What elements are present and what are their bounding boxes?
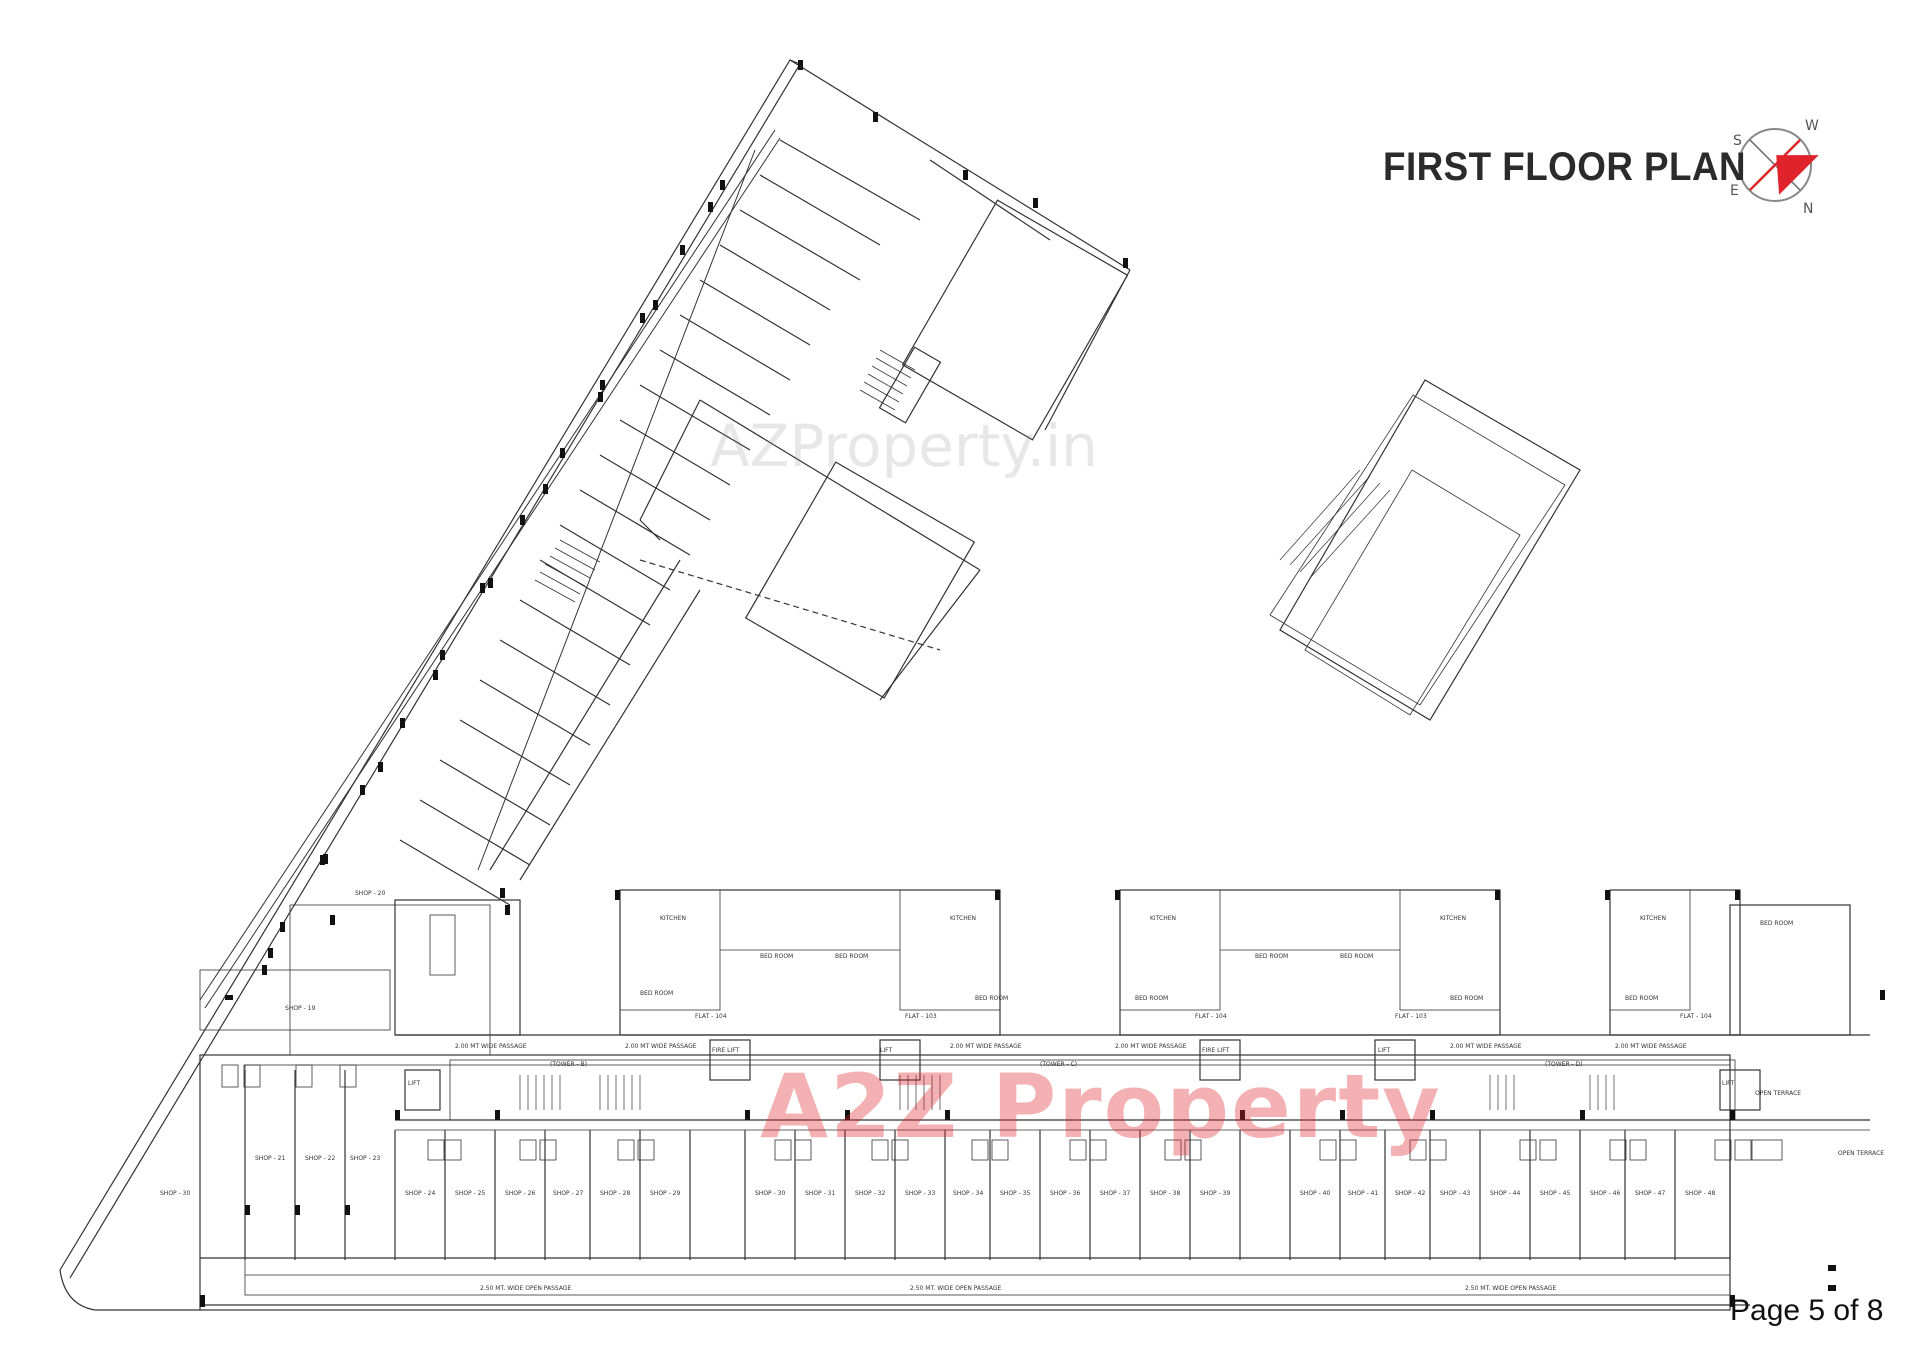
compass-icon: S W E N <box>1730 118 1819 217</box>
passage-label: 2.00 MT WIDE PASSAGE <box>1450 1043 1522 1050</box>
shop-label: SHOP - 48 <box>1685 1190 1715 1197</box>
watermark-top: AZProperty.in <box>710 412 1098 480</box>
lift-label: LIFT <box>408 1080 420 1087</box>
shop-label: SHOP - 46 <box>1590 1190 1620 1197</box>
shop-label: SHOP - 24 <box>405 1190 435 1197</box>
compass-letter: N <box>1803 201 1813 217</box>
lift-label: LIFT <box>1722 1080 1734 1087</box>
column-markers <box>200 60 1885 1307</box>
bedroom-label: BED ROOM <box>760 953 793 960</box>
passage-label: 2.00 MT WIDE PASSAGE <box>950 1043 1022 1050</box>
fire-lift-label: FIRE LIFT <box>1202 1047 1230 1054</box>
shop-label: SHOP - 31 <box>805 1190 835 1197</box>
bedroom-label: BED ROOM <box>1760 920 1793 927</box>
room-labels: 2.50 MT. WIDE OPEN PASSAGE 2.50 MT. WIDE… <box>160 890 1884 1292</box>
flat-label: FLAT - 103 <box>905 1013 937 1020</box>
main-block <box>59 889 1870 1311</box>
bedroom-label: BED ROOM <box>1135 995 1168 1002</box>
flat-label: FLAT - 104 <box>1680 1013 1712 1020</box>
shop-label: SHOP - 41 <box>1348 1190 1378 1197</box>
shop-label: SHOP - 28 <box>600 1190 630 1197</box>
plan-title: FIRST FLOOR PLAN <box>1383 145 1747 189</box>
shop-label: SHOP - 35 <box>1000 1190 1030 1197</box>
tower-label: (TOWER - B) <box>550 1061 587 1068</box>
shop-label: SHOP - 38 <box>1150 1190 1180 1197</box>
corner-shop-label: SHOP - 19 <box>285 1005 315 1012</box>
shop-label: SHOP - 33 <box>905 1190 935 1197</box>
page-indicator: Page 5 of 8 <box>1730 1294 1884 1327</box>
bedroom-label: BED ROOM <box>1625 995 1658 1002</box>
kitchen-label: KITCHEN <box>950 915 976 922</box>
open-terrace-label: OPEN TERRACE <box>1755 1090 1801 1097</box>
kitchen-label: KITCHEN <box>1440 915 1466 922</box>
passage-label: 2.00 MT WIDE PASSAGE <box>1115 1043 1187 1050</box>
passage-label: 2.00 MT WIDE PASSAGE <box>625 1043 697 1050</box>
lift-label: LIFT <box>880 1047 892 1054</box>
corner-shop-label: SHOP - 20 <box>355 890 385 897</box>
corner-shop-label: SHOP - 22 <box>305 1155 335 1162</box>
separate-block <box>1269 379 1581 721</box>
tower-label: (TOWER - C) <box>1040 1061 1077 1068</box>
kitchen-label: KITCHEN <box>1150 915 1176 922</box>
passage-label: 2.00 MT WIDE PASSAGE <box>455 1043 527 1050</box>
shop-label: SHOP - 25 <box>455 1190 485 1197</box>
shop-label: SHOP - 29 <box>650 1190 680 1197</box>
bedroom-label: BED ROOM <box>640 990 673 997</box>
passage-label: 2.00 MT WIDE PASSAGE <box>1615 1043 1687 1050</box>
watermark-center: A2Z Property <box>760 1055 1442 1158</box>
flat-label: FLAT - 104 <box>695 1013 727 1020</box>
shop-label: SHOP - 34 <box>953 1190 983 1197</box>
kitchen-label: KITCHEN <box>1640 915 1666 922</box>
diagonal-wing <box>59 59 1131 1279</box>
tower-label: (TOWER - D) <box>1545 1061 1583 1068</box>
corner-shop-label: SHOP - 23 <box>350 1155 380 1162</box>
shop-label: SHOP - 44 <box>1490 1190 1520 1197</box>
shop-label: SHOP - 47 <box>1635 1190 1665 1197</box>
bedroom-label: BED ROOM <box>1255 953 1288 960</box>
shop-label: SHOP - 45 <box>1540 1190 1570 1197</box>
bedroom-label: BED ROOM <box>975 995 1008 1002</box>
shop-label: SHOP - 43 <box>1440 1190 1470 1197</box>
fire-lift-label: FIRE LIFT <box>712 1047 740 1054</box>
corner-shop-label: SHOP - 30 <box>160 1190 190 1197</box>
shop-label: SHOP - 36 <box>1050 1190 1080 1197</box>
bedroom-label: BED ROOM <box>1340 953 1373 960</box>
shop-label: SHOP - 30 <box>755 1190 785 1197</box>
corner-shop-label: SHOP - 21 <box>255 1155 285 1162</box>
compass-letter: S <box>1733 133 1742 149</box>
watermark-center-text: A2Z Property <box>760 1055 1442 1158</box>
shop-label: SHOP - 39 <box>1200 1190 1230 1197</box>
shop-label: SHOP - 32 <box>855 1190 885 1197</box>
lift-label: LIFT <box>1378 1047 1390 1054</box>
shop-label: SHOP - 27 <box>553 1190 583 1197</box>
flat-label: FLAT - 104 <box>1195 1013 1227 1020</box>
passage-label: 2.50 MT. WIDE OPEN PASSAGE <box>910 1285 1001 1292</box>
bedroom-label: BED ROOM <box>835 953 868 960</box>
shop-label: SHOP - 37 <box>1100 1190 1130 1197</box>
open-terrace-label: OPEN TERRACE <box>1838 1150 1884 1157</box>
passage-label: 2.50 MT. WIDE OPEN PASSAGE <box>480 1285 571 1292</box>
shop-label: SHOP - 42 <box>1395 1190 1425 1197</box>
kitchen-label: KITCHEN <box>660 915 686 922</box>
flat-label: FLAT - 103 <box>1395 1013 1427 1020</box>
shop-label: SHOP - 26 <box>505 1190 535 1197</box>
shop-label: SHOP - 40 <box>1300 1190 1330 1197</box>
compass-letter: W <box>1805 118 1819 134</box>
compass-letter: E <box>1730 183 1739 199</box>
bedroom-label: BED ROOM <box>1450 995 1483 1002</box>
passage-label: 2.50 MT. WIDE OPEN PASSAGE <box>1465 1285 1556 1292</box>
